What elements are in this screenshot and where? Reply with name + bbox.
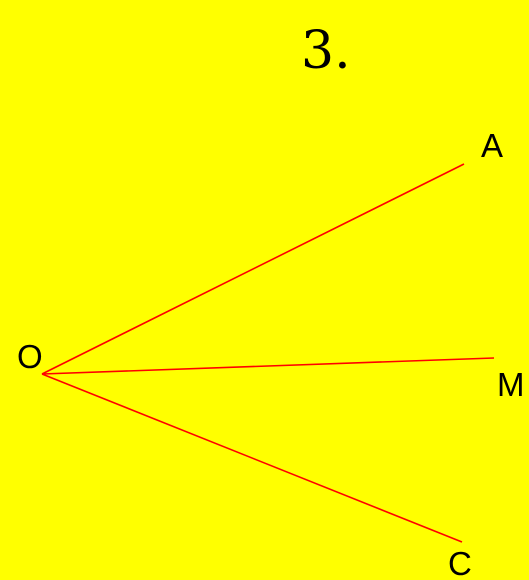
point-label-m: M bbox=[497, 366, 525, 403]
point-label-a: A bbox=[481, 127, 503, 164]
ray-om bbox=[41, 357, 495, 375]
ray-oc bbox=[41, 373, 463, 543]
ray-oa bbox=[41, 163, 465, 375]
point-label-o: O bbox=[17, 338, 43, 375]
problem-number: 3. bbox=[301, 21, 351, 81]
point-label-c: C bbox=[448, 545, 472, 580]
